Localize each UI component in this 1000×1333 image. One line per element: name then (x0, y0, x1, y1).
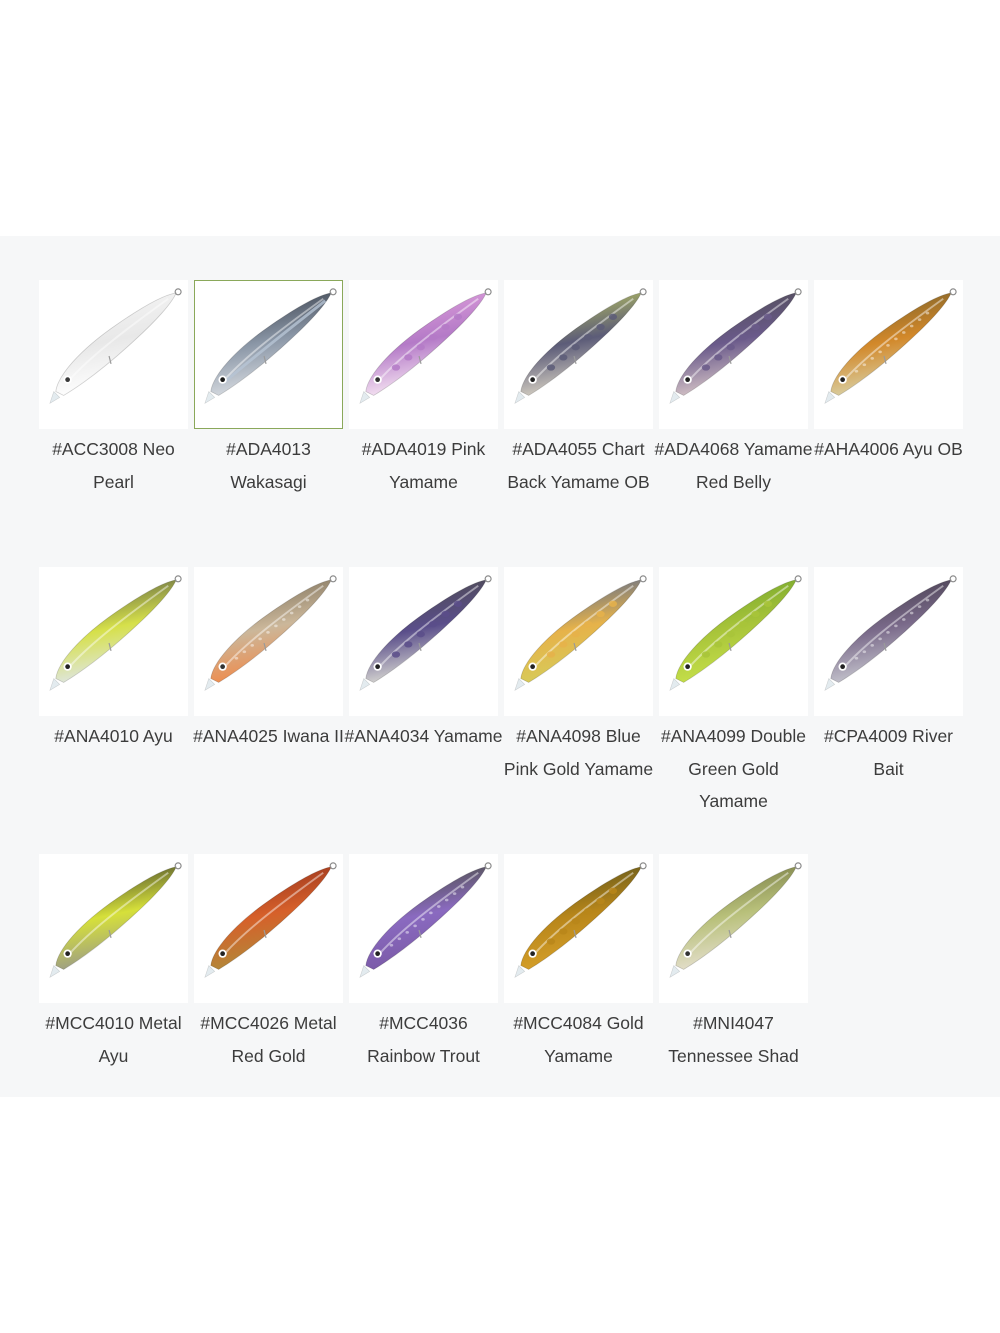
lure-wakasagi-icon (204, 288, 337, 405)
lure-gold-yamame-icon (514, 862, 647, 979)
swatch-label: #ANA4010 Ayu (54, 726, 173, 746)
swatch-label: #ACC3008 Neo Pearl (52, 439, 175, 492)
swatch-label: #ANA4025 Iwana II (193, 726, 344, 746)
swatch-thumbnail[interactable] (504, 567, 653, 716)
swatch-thumbnail[interactable] (39, 280, 188, 429)
color-swatch-card-8[interactable]: #ANA4025 Iwana II (193, 567, 344, 854)
swatch-thumbnail[interactable] (349, 854, 498, 1003)
swatch-label: #MCC4010 Metal Ayu (45, 1013, 182, 1066)
lure-ayu-ob-icon (824, 288, 957, 405)
color-swatch-card-6[interactable]: #AHA4006 Ayu OB (814, 280, 963, 567)
color-swatch-card-12[interactable]: #CPA4009 River Bait (814, 567, 963, 854)
color-swatch-card-1[interactable]: #ACC3008 Neo Pearl (39, 280, 188, 567)
color-swatch-card-7[interactable]: #ANA4010 Ayu (39, 567, 188, 854)
swatch-thumbnail[interactable] (659, 567, 808, 716)
color-swatch-card-4[interactable]: #ADA4055 Chart Back Yamame OB (504, 280, 653, 567)
color-swatch-card-2[interactable]: #ADA4013 Wakasagi (194, 280, 343, 567)
swatch-label: #ADA4055 Chart Back Yamame OB (507, 439, 650, 492)
lure-metal-ayu-icon (49, 862, 182, 979)
swatch-label: #MCC4036 Rainbow Trout (367, 1013, 480, 1066)
color-swatch-card-17[interactable]: #MNI4047 Tennessee Shad (659, 854, 808, 1141)
swatch-thumbnail[interactable] (504, 854, 653, 1003)
swatch-thumbnail[interactable] (349, 567, 498, 716)
swatch-thumbnail[interactable] (349, 280, 498, 429)
lure-iwana-icon (204, 575, 337, 692)
color-swatch-grid: #ACC3008 Neo Pearl #ADA4013 Wakasagi #AD… (39, 280, 969, 1141)
swatch-label: #ANA4098 Blue Pink Gold Yamame (503, 726, 654, 779)
swatch-label: #ADA4019 Pink Yamame (361, 439, 486, 492)
swatch-label: #MCC4084 Gold Yamame (513, 1013, 644, 1066)
lure-rainbow-trout-icon (359, 862, 492, 979)
swatch-thumbnail[interactable] (194, 280, 343, 429)
color-swatch-card-3[interactable]: #ADA4019 Pink Yamame (349, 280, 498, 567)
swatch-thumbnail[interactable] (504, 280, 653, 429)
swatch-label: #CPA4009 River Bait (823, 726, 954, 779)
color-swatch-card-10[interactable]: #ANA4098 Blue Pink Gold Yamame (504, 567, 653, 854)
color-swatch-card-9[interactable]: #ANA4034 Yamame (345, 567, 502, 854)
lure-pink-yamame-icon (359, 288, 492, 405)
lure-blue-pink-gold-yamame-icon (514, 575, 647, 692)
swatch-thumbnail[interactable] (39, 854, 188, 1003)
lure-neo-pearl-icon (49, 288, 182, 405)
lure-tennessee-shad-icon (669, 862, 802, 979)
swatch-thumbnail[interactable] (194, 567, 343, 716)
swatch-label: #MNI4047 Tennessee Shad (668, 1013, 799, 1066)
color-swatch-card-13[interactable]: #MCC4010 Metal Ayu (39, 854, 188, 1141)
swatch-thumbnail[interactable] (39, 567, 188, 716)
color-swatch-card-16[interactable]: #MCC4084 Gold Yamame (504, 854, 653, 1141)
color-swatch-card-15[interactable]: #MCC4036 Rainbow Trout (349, 854, 498, 1141)
color-swatch-card-14[interactable]: #MCC4026 Metal Red Gold (194, 854, 343, 1141)
lure-yamame-icon (359, 575, 492, 692)
lure-yamame-red-belly-icon (669, 288, 802, 405)
swatch-thumbnail[interactable] (814, 280, 963, 429)
lure-ayu-icon (49, 575, 182, 692)
swatch-label: #ADA4068 Yamame Red Belly (654, 439, 813, 492)
lure-river-bait-icon (824, 575, 957, 692)
swatch-label: #ANA4099 Double Green Gold Yamame (661, 726, 806, 811)
swatch-label: #AHA4006 Ayu OB (814, 439, 963, 459)
swatch-thumbnail[interactable] (194, 854, 343, 1003)
lure-metal-red-gold-icon (204, 862, 337, 979)
swatch-thumbnail[interactable] (814, 567, 963, 716)
color-swatch-card-5[interactable]: #ADA4068 Yamame Red Belly (655, 280, 812, 567)
color-swatch-card-11[interactable]: #ANA4099 Double Green Gold Yamame (659, 567, 808, 854)
lure-chart-back-yamame-icon (514, 288, 647, 405)
swatch-label: #MCC4026 Metal Red Gold (200, 1013, 337, 1066)
swatch-label: #ADA4013 Wakasagi (226, 439, 311, 492)
swatch-label: #ANA4034 Yamame (344, 726, 503, 746)
swatch-thumbnail[interactable] (659, 280, 808, 429)
lure-double-green-gold-yamame-icon (669, 575, 802, 692)
swatch-thumbnail[interactable] (659, 854, 808, 1003)
